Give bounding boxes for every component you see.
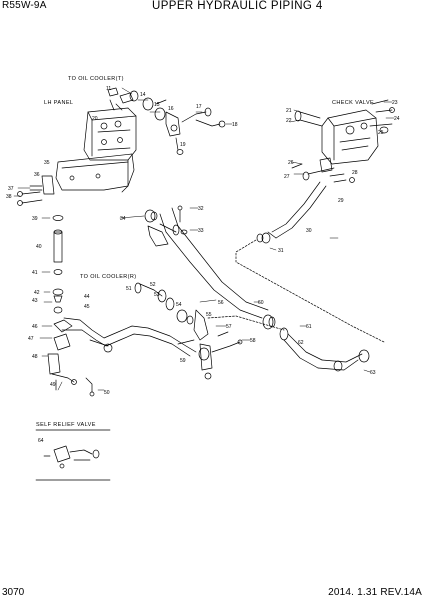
part-label: 44 xyxy=(84,294,90,300)
part-label: 33 xyxy=(198,228,204,234)
part-label: 24 xyxy=(394,116,400,122)
part-label: 46 xyxy=(32,324,38,330)
part-label: 63 xyxy=(370,370,376,376)
caption-to-oil-cooler-mid: TO OIL COOLER(R) xyxy=(80,274,137,280)
part-label: 27 xyxy=(284,174,290,180)
part-label: 52 xyxy=(150,282,156,288)
part-label: 34 xyxy=(120,216,126,222)
page-title: UPPER HYDRAULIC PIPING 4 xyxy=(152,0,323,12)
part-label: 32 xyxy=(198,206,204,212)
part-label: 51 xyxy=(126,286,132,292)
part-label: 58 xyxy=(250,338,256,344)
part-label: 31 xyxy=(278,248,284,254)
part-label: 38 xyxy=(6,194,12,200)
part-label: 36 xyxy=(34,172,40,178)
part-label: 42 xyxy=(34,290,40,296)
part-label: 59 xyxy=(180,358,186,364)
pipe-lower-right-elbow xyxy=(279,327,370,372)
part-label: 57 xyxy=(226,324,232,330)
fittings-top-center xyxy=(129,90,226,155)
caption-self-relief: SELF RELIEF VALVE xyxy=(36,422,96,428)
model-code: R55W-9A xyxy=(2,0,47,11)
part-label: 22 xyxy=(286,118,292,124)
part-label: 60 xyxy=(258,300,264,306)
part-label: 14 xyxy=(140,92,146,98)
revision-date: 2014. 1.31 REV.14A xyxy=(328,587,422,598)
part-label: 53 xyxy=(154,292,160,298)
part-label: 26 xyxy=(288,160,294,166)
part-label: 56 xyxy=(218,300,224,306)
part-label: 62 xyxy=(298,340,304,346)
part-label: 17 xyxy=(196,104,202,110)
pipe-right-upper xyxy=(256,181,327,244)
self-relief-inset xyxy=(35,429,111,481)
left-stack-parts xyxy=(47,215,197,397)
part-label: 39 xyxy=(32,216,38,222)
part-label: 40 xyxy=(36,244,42,250)
part-label: 41 xyxy=(32,270,38,276)
page-number: 3070 xyxy=(2,587,25,598)
part-label: 35 xyxy=(44,160,50,166)
part-label: 37 xyxy=(8,186,14,192)
pipe-dashed-leader xyxy=(207,239,385,343)
fittings-oil-cooler xyxy=(134,282,243,380)
part-label: 25 xyxy=(378,130,384,136)
part-label: 30 xyxy=(306,228,312,234)
part-label: 19 xyxy=(180,142,186,148)
part-label: 49 xyxy=(50,382,56,388)
part-label: 20 xyxy=(92,116,98,122)
part-label: 43 xyxy=(32,298,38,304)
check-valve-assembly xyxy=(291,99,395,183)
caption-left-panel: LH PANEL xyxy=(44,100,73,106)
part-label: 28 xyxy=(352,170,358,176)
part-label: 45 xyxy=(84,304,90,310)
pipe-center-long xyxy=(159,207,276,330)
part-label: 29 xyxy=(338,198,344,204)
part-label: 16 xyxy=(168,106,174,112)
valve-block-upper-left xyxy=(17,87,137,206)
clamp-center-upper xyxy=(144,205,188,247)
part-label: 64 xyxy=(38,438,44,444)
part-label: 18 xyxy=(232,122,238,128)
part-label: 11 xyxy=(106,86,111,92)
part-label: 48 xyxy=(32,354,38,360)
caption-to-oil-cooler-top: TO OIL COOLER(T) xyxy=(68,76,124,82)
leader-lines xyxy=(13,87,395,391)
caption-right: CHECK VALVE xyxy=(332,100,374,106)
part-label: 21 xyxy=(286,108,292,114)
part-label: 23 xyxy=(392,100,398,106)
part-label: 47 xyxy=(28,336,34,342)
part-label: 54 xyxy=(176,302,182,308)
part-labels: 11 14 15 16 17 18 19 20 21 22 23 24 25 2… xyxy=(6,86,400,444)
part-label: 61 xyxy=(306,324,312,330)
part-label: 55 xyxy=(206,312,212,318)
part-label: 15 xyxy=(154,102,160,108)
part-label: 50 xyxy=(104,390,110,396)
